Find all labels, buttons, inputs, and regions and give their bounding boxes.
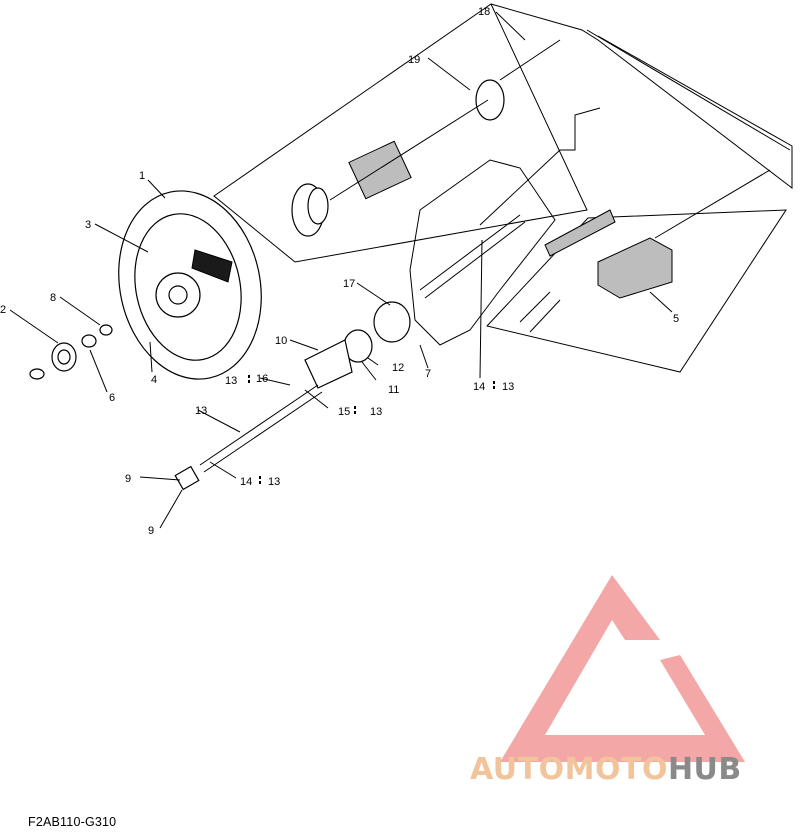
- steering-column: [174, 214, 526, 491]
- hub-nut-parts: [29, 324, 113, 380]
- callout-13b: 13: [195, 405, 207, 417]
- callout-labels: 1 2 3 4 5 6 7 8 9 9 10 11 12 13 13 13 13…: [0, 6, 679, 537]
- column-inset-outline: [409, 159, 556, 346]
- callout-3: 3: [85, 219, 91, 231]
- callout-6: 6: [109, 392, 115, 404]
- leader-lines: [9, 11, 673, 529]
- callout-19: 19: [408, 54, 420, 66]
- callout-14a: 14: [240, 476, 252, 488]
- callout-13e: 13: [502, 381, 514, 393]
- callout-13c: 13: [268, 476, 280, 488]
- upper-assembly-box: [213, 3, 793, 263]
- callout-9b: 9: [148, 525, 154, 537]
- watermark-logo: [500, 575, 745, 762]
- callout-11: 11: [388, 384, 399, 396]
- callout-16: 16: [256, 373, 268, 385]
- callout-18: 18: [478, 6, 490, 18]
- callout-2: 2: [0, 304, 6, 316]
- callout-13a: 13: [225, 375, 237, 387]
- callout-17: 17: [343, 278, 355, 290]
- callout-15: 15: [338, 406, 350, 418]
- callout-14b: 14: [473, 381, 485, 393]
- steering-wheel: [118, 190, 262, 380]
- callout-9a: 9: [125, 473, 131, 485]
- callout-5: 5: [673, 313, 679, 325]
- callout-7: 7: [425, 368, 431, 380]
- callout-13d: 13: [370, 406, 382, 418]
- callout-4: 4: [151, 374, 157, 386]
- watermark-text: AUTOMOTOHUB: [470, 752, 742, 787]
- column-bracket: [519, 169, 771, 333]
- callout-12: 12: [392, 362, 404, 374]
- torque-marks: [248, 375, 495, 484]
- callout-10: 10: [275, 335, 287, 347]
- callout-1: 1: [139, 170, 145, 182]
- callout-8: 8: [50, 292, 56, 304]
- horn-unit: [291, 39, 561, 237]
- figure-code: F2AB110-G310: [28, 815, 117, 829]
